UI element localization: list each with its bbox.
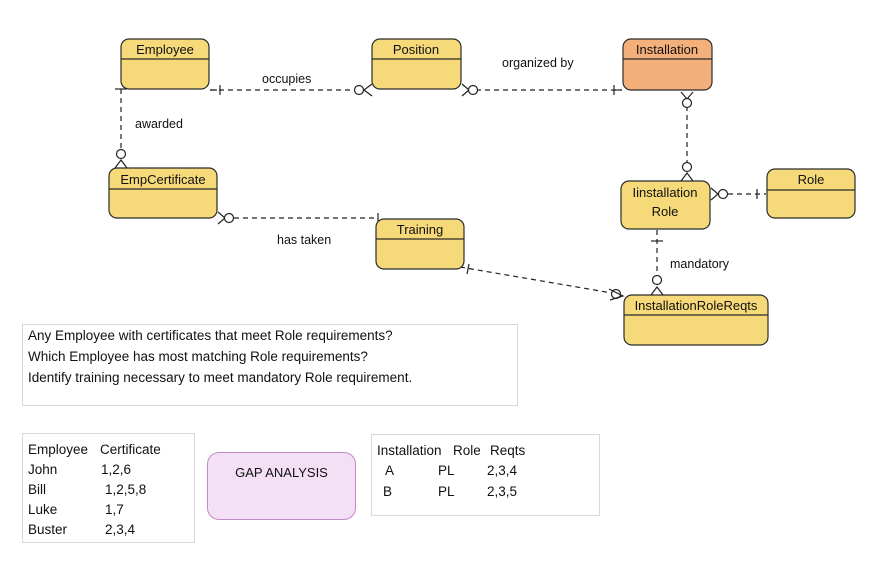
entity-installation-role[interactable]: Iinstallation Role [620,180,711,230]
header-installation: Installation [377,443,442,458]
table-row-employee: John [28,462,58,477]
table-row-certificate: 2,3,4 [105,522,136,537]
rel-label-mandatory: mandatory [670,257,730,271]
entity-empcertificate-label: EmpCertificate [120,172,205,187]
rel-empcertificate-training [217,211,379,225]
rel-employee-position [210,83,373,97]
table-row-certificate: 1,7 [105,502,124,517]
entity-empcertificate[interactable]: EmpCertificate [108,167,218,219]
entity-role[interactable]: Role [766,168,856,219]
question-1: Any Employee with certificates that meet… [28,328,393,343]
questions-box: Any Employee with certificates that meet… [22,324,518,406]
header-employee: Employee [28,442,89,457]
entity-installation[interactable]: Installation [622,38,713,91]
rel-label-occupies: occupies [262,72,311,86]
employee-certificate-table: Employee Certificate John 1,2,6 Bill 1,2… [22,433,195,543]
table-row-employee: Bill [28,482,47,497]
question-3: Identify training necessary to meet mand… [28,370,413,385]
table-row-role: PL [438,463,455,478]
installation-role-table: Installation Role Reqts A PL 2,3,4 B PL … [371,434,600,516]
entity-installation-role-label-line2: Role [652,204,679,219]
entity-training[interactable]: Training [375,218,465,270]
table-row-employee: Luke [28,502,58,517]
table-row-role: PL [438,484,455,499]
rel-installationrole-role [710,187,766,201]
rel-label-organized-by: organized by [502,56,574,70]
header-reqts: Reqts [490,443,526,458]
table-row-installation: A [385,463,395,478]
gap-analysis-box[interactable]: GAP ANALYSIS [207,452,356,520]
entity-installation-role-reqts-label: InstallationRoleReqts [635,298,758,313]
rel-training-reqts [459,263,625,301]
entity-training-label: Training [397,222,443,237]
question-2: Which Employee has most matching Role re… [28,349,368,364]
rel-position-installation [461,83,622,97]
table-row-reqts: 2,3,5 [487,484,518,499]
entity-position[interactable]: Position [371,38,462,90]
table-row-certificate: 1,2,6 [101,462,132,477]
table-row-installation: B [383,484,393,499]
header-certificate: Certificate [100,442,161,457]
entity-installation-role-reqts[interactable]: InstallationRoleReqts [623,294,769,346]
entity-employee-label: Employee [136,42,194,57]
table-row-reqts: 2,3,4 [487,463,518,478]
rel-employee-empcertificate [114,88,128,169]
entity-installation-label: Installation [636,42,698,57]
table-row-certificate: 1,2,5,8 [105,482,147,497]
entity-position-label: Position [393,42,439,57]
header-role: Role [453,443,481,458]
rel-label-has-taken: has taken [277,233,331,247]
rel-installationrole-reqts [650,230,664,296]
rel-installation-installationrole [680,91,694,182]
entity-installation-role-label-line1: Iinstallation [632,185,697,200]
entity-employee[interactable]: Employee [120,38,210,90]
table-row-employee: Buster [28,522,68,537]
entity-role-label: Role [798,172,825,187]
rel-label-awarded: awarded [135,117,183,131]
